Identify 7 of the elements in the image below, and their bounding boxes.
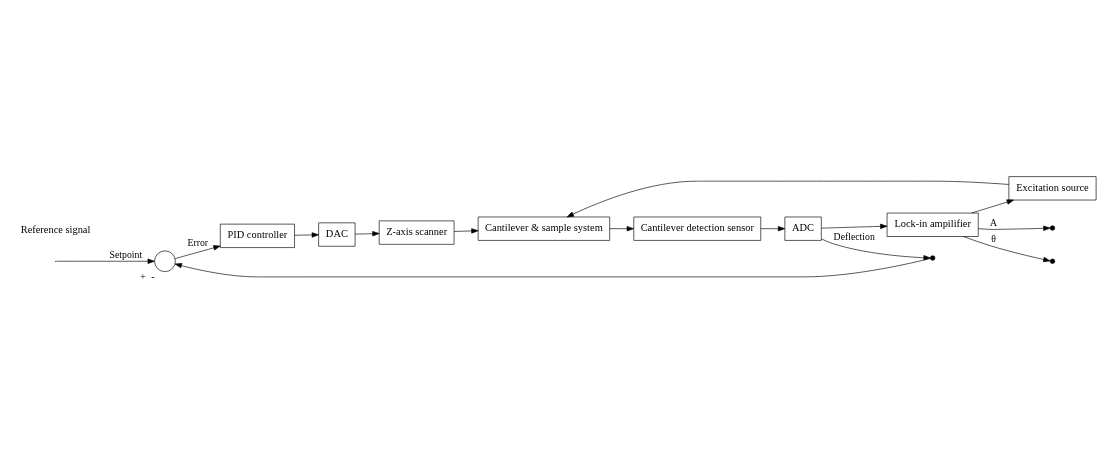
edge-label: A bbox=[990, 216, 998, 228]
edge-label: Deflection bbox=[833, 230, 875, 242]
edge-label: Error bbox=[187, 236, 209, 248]
label: Reference signal bbox=[20, 223, 91, 235]
edge-label: θ bbox=[991, 232, 996, 244]
edge-label: Setpoint bbox=[109, 248, 143, 260]
node-label: + - bbox=[140, 270, 155, 282]
